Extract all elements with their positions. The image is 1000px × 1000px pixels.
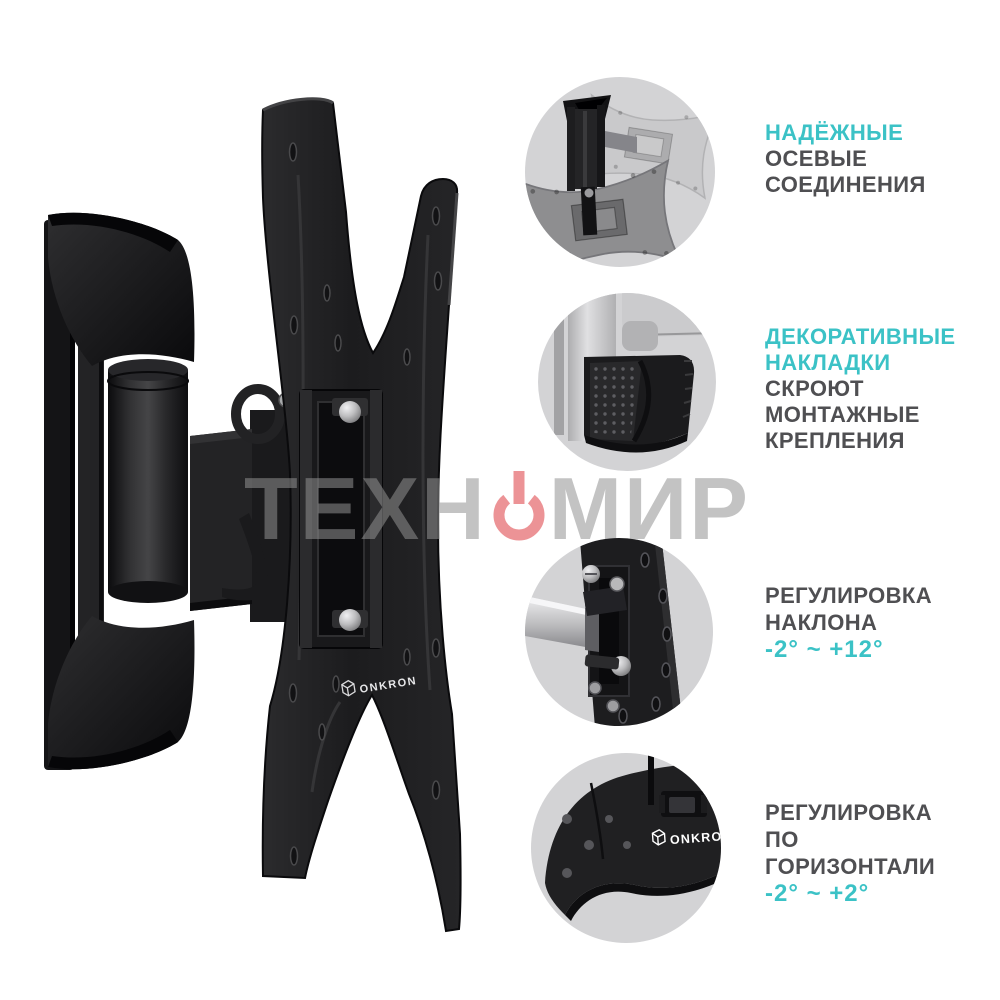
caption-line: КРЕПЛЕНИЯ (765, 428, 905, 453)
caption-horizontal-adjustment: РЕГУЛИРОВКА ПО ГОРИЗОНТАЛИ -2° ~ +2° (765, 799, 997, 907)
caption-line: РЕГУЛИРОВКА (765, 583, 933, 608)
tilt-adjustment-illustration (525, 538, 683, 726)
ghost-plate (577, 93, 715, 200)
caption-line: НАДЁЖНЫЕ (765, 120, 904, 145)
technomir-watermark: ТЕХН МИР (244, 459, 750, 558)
vesa-plate: ONKRON (261, 97, 462, 933)
feature-photo-tilt-adjustment (525, 538, 713, 726)
plate-center-bracket (299, 389, 383, 649)
horizontal-adjustment-illustration: ONKRON (545, 753, 721, 921)
caption-tilt-adjustment: РЕГУЛИРОВКА НАКЛОНА -2° ~ +12° (765, 582, 997, 663)
power-button-icon (493, 471, 545, 541)
joint-column (563, 95, 637, 236)
feature-photo-axial-joints (525, 77, 715, 267)
feature-photo-horizontal-adjustment: ONKRON (531, 753, 721, 943)
caption-line: МОНТАЖНЫЕ (765, 402, 920, 427)
axial-joints-illustration (525, 93, 715, 267)
caption-line: ДЕКОРАТИВНЫЕ (765, 324, 956, 349)
onkron-logo-text: ONKRON (669, 829, 721, 847)
caption-line: ГОРИЗОНТАЛИ (765, 854, 936, 879)
caption-tilt-range: -2° ~ +12° (765, 636, 884, 663)
caption-horizontal-range: -2° ~ +2° (765, 880, 870, 907)
decorative-cover-illustration (554, 293, 716, 453)
bottom-cover (48, 616, 195, 770)
cable-hook (222, 513, 268, 601)
caption-line: СКРОЮТ (765, 376, 864, 401)
caption-line: СОЕДИНЕНИЯ (765, 172, 926, 197)
caption-line: НАКЛАДКИ (765, 350, 891, 375)
caption-line: НАКЛОНА (765, 610, 878, 635)
top-cover (48, 212, 195, 366)
caption-line: ОСЕВЫЕ (765, 146, 868, 171)
vesa-holes (288, 142, 443, 866)
feature-photo-decorative-covers (538, 293, 716, 471)
onkron-logo: ONKRON (651, 829, 721, 847)
watermark-text-right: МИР (548, 459, 750, 558)
caption-line: ПО (765, 827, 799, 852)
caption-line: РЕГУЛИРОВКА (765, 800, 933, 825)
swivel-column (107, 359, 189, 603)
caption-axial-joints: НАДЁЖНЫЕ ОСЕВЫЕ СОЕДИНЕНИЯ (765, 120, 997, 198)
caption-decorative-covers: ДЕКОРАТИВНЫЕ НАКЛАДКИ СКРОЮТ МОНТАЖНЫЕ К… (765, 324, 997, 454)
watermark-text-left: ТЕХН (244, 459, 487, 558)
